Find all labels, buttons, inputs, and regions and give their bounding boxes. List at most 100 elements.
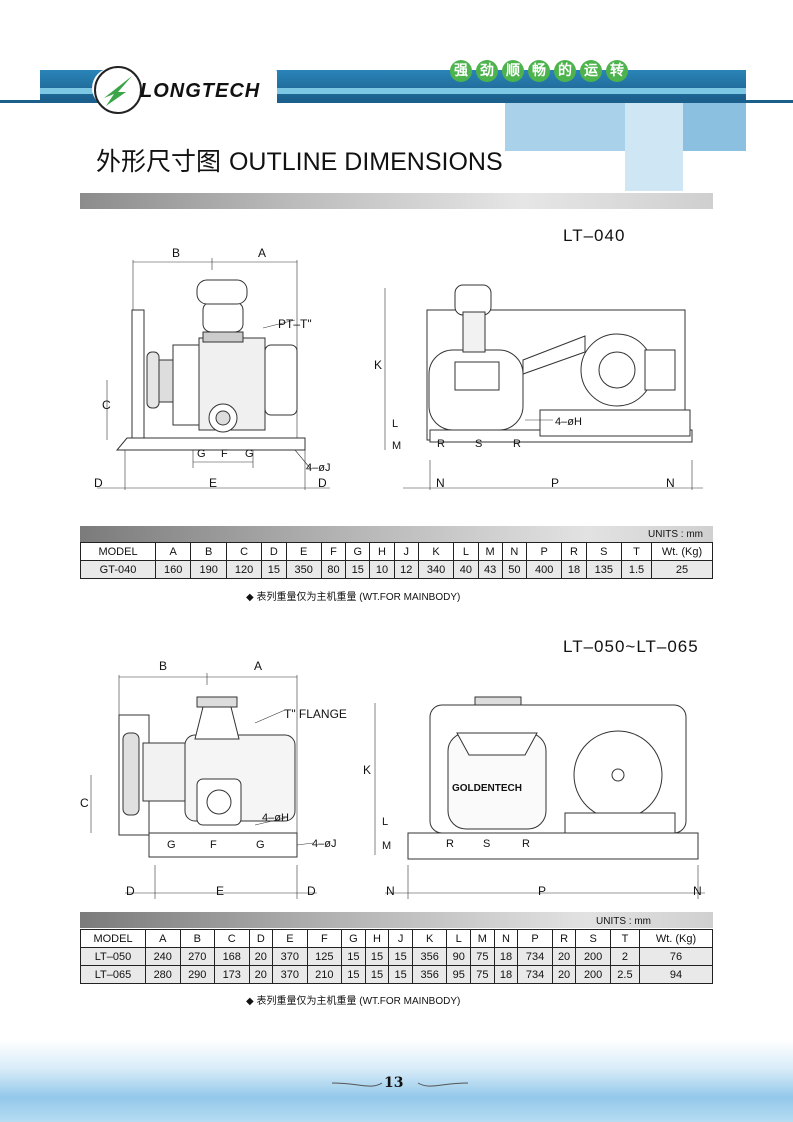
table-cell: 135 [585,560,623,579]
table-cell: 356 [411,965,448,984]
logo-text: LONGTECH [140,80,261,102]
table-cell: 370 [272,965,308,984]
table-cell: GT-040 [80,560,156,579]
dim-label: K [374,358,383,372]
table-header-cell: D [248,929,274,948]
table-row: LT–065 280 290 173 20 370 210 15 15 15 3… [80,965,713,984]
table-cell: 240 [145,947,181,966]
table-header-cell: T [609,929,641,948]
dim-label: S [475,438,483,450]
dim-label: 4–øH [262,812,289,824]
dim-label: G [245,448,254,460]
dim-label: R [513,438,521,450]
dim-label: R [446,838,454,850]
table-header-cell: E [272,929,308,948]
table-cell: 18 [561,560,587,579]
table-header-row: MODEL A B C D E F G H J K L M N P R S T … [80,929,713,948]
dim-label: C [80,796,89,810]
table-cell: 280 [145,965,181,984]
table-header-cell: H [364,929,390,948]
dim-label: N [386,884,395,898]
dim-label: L [382,816,389,828]
dimensions-table-lt040: MODEL A B C D E F G H J K L M N P R S T … [80,542,713,579]
brand-label: GOLDENTECH [452,783,522,794]
dim-label: R [437,438,445,450]
table-header-cell: MODEL [80,929,146,948]
footer-band [0,1040,793,1122]
dim-label: E [216,884,225,898]
dim-label: F [221,448,228,460]
table-cell: 75 [470,965,495,984]
table-row: LT–050 240 270 168 20 370 125 15 15 15 3… [80,947,713,966]
table-header-cell: P [517,929,553,948]
slogan-char: 运 [580,60,602,82]
dim-label: 4–øJ [312,838,337,850]
table-cell: 18 [493,947,519,966]
dim-label: G [256,839,265,851]
table-cell: 80 [320,560,347,579]
table-cell: 15 [341,947,366,966]
table-cell: 90 [446,947,472,966]
table-header-cell: P [525,542,563,561]
slogan-char: 强 [450,60,472,82]
slogan-char: 畅 [528,60,550,82]
table-header-cell: R [551,929,577,948]
table-cell: 1.5 [621,560,652,579]
page-number-ornament [331,1082,469,1087]
dim-label: A [258,246,267,260]
table-header-cell: R [561,542,587,561]
table-header-cell: N [493,929,519,948]
table-cell: 125 [306,947,343,966]
table-header-cell: J [393,542,419,561]
slogan-char: 的 [554,60,576,82]
weight-note: ◆ 表列重量仅为主机重量 (WT.FOR MAINBODY) [246,592,461,603]
slogan: 强 劲 顺 畅 的 运 转 [450,60,628,82]
table-cell: 15 [261,560,287,579]
table-cell: 20 [551,965,577,984]
table-header-cell: H [369,542,395,561]
table-cell: 400 [525,560,563,579]
table-cell: 18 [493,965,519,984]
header-stripe [40,88,746,94]
outline-drawing-lt040 [97,258,703,490]
table-cell: 168 [214,947,250,966]
table-header-cell: F [320,542,347,561]
page-title-cn: 外形尺寸图 [96,147,222,176]
table-cell: 734 [517,965,553,984]
table-cell: 76 [639,947,713,966]
page-title: 外形尺寸图 OUTLINE DIMENSIONS [96,142,503,178]
table-cell: 50 [501,560,527,579]
table-cell: 340 [417,560,455,579]
table-header-cell: A [145,929,181,948]
table-cell: 15 [341,965,366,984]
dim-label: C [102,398,111,412]
table-cell: 15 [364,965,390,984]
table-header-cell: C [225,542,263,561]
table-cell: 95 [446,965,472,984]
table-cell: 370 [272,947,308,966]
dim-label: A [254,659,263,673]
table-cell: 15 [345,560,371,579]
table-cell: 20 [248,965,274,984]
dim-label: M [392,440,402,452]
table-cell: 350 [285,560,322,579]
table-header-cell: K [411,929,448,948]
table-cell: 173 [214,965,250,984]
page-title-en: OUTLINE DIMENSIONS [228,148,503,176]
table-cell: 160 [154,560,192,579]
table-cell: 20 [248,947,274,966]
table-header-cell: MODEL [80,542,156,561]
table-header-cell: A [154,542,192,561]
table-header-cell: T [621,542,652,561]
table-cell: 200 [575,947,611,966]
dim-label: L [392,418,399,430]
table-cell: 210 [306,965,343,984]
table-cell: 40 [453,560,479,579]
header-block [625,103,683,191]
dim-label: PT–T" [278,317,312,331]
dim-label: S [483,838,491,850]
table-header-cell: D [261,542,287,561]
table-cell: LT–050 [80,947,146,966]
table-header-cell: M [470,929,495,948]
dim-label: N [666,476,675,490]
